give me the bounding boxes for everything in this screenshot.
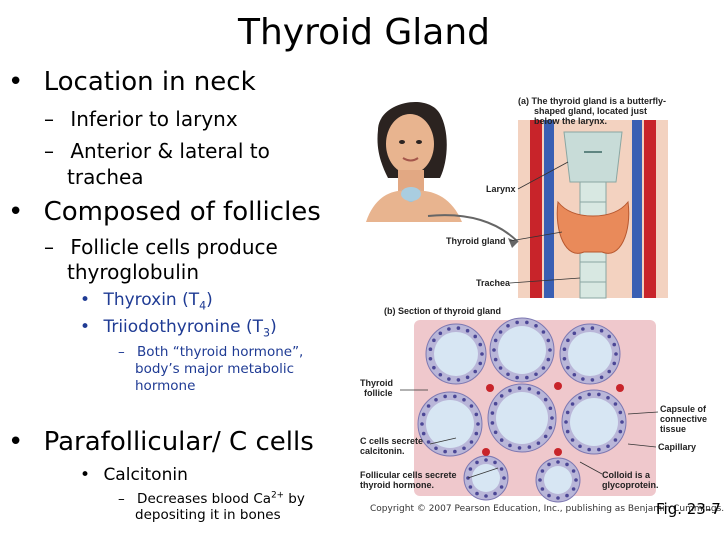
copyright-notice: Copyright © 2007 Pearson Education, Inc.… (370, 504, 725, 514)
calcium-label: Decreases blood Ca2+ by (137, 490, 305, 507)
note-thyroid-hormone: – Both “thyroid hormone”, (118, 344, 304, 361)
calcium-superscript: 2+ (271, 490, 284, 500)
label-c-cells-line-1: C cells secrete (360, 436, 423, 446)
bullet-parafollicular: • Parafollicular/ C cells (8, 427, 314, 458)
panel-a-caption-line-1: (a) The thyroid gland is a butterfly- (518, 96, 666, 106)
bullet-marker: • (80, 290, 91, 310)
bullet-text: Parafollicular/ C cells (43, 427, 314, 457)
figure-number: Fig. 23-7 (656, 500, 721, 518)
dash-marker: – (118, 344, 125, 360)
thyroxin-subscript: 4 (199, 299, 207, 313)
note-line-2: body’s major metabolic (135, 361, 295, 377)
label-c-cells-line-2: calcitonin. (360, 446, 405, 456)
thyroxin-text: Thyroxin (T (103, 290, 200, 310)
dash-marker: – (44, 139, 54, 163)
label-thyroid-follicle-line-1: Thyroid (360, 378, 393, 388)
subsub-thyroxin: • Thyroxin (T4) (80, 290, 213, 313)
bullet-marker: • (80, 465, 91, 485)
bullet-marker: • (8, 67, 24, 97)
thyroid-follicle (559, 323, 621, 385)
thyroid-figure-svg: (a) The thyroid gland is a butterfly- sh… (360, 96, 707, 503)
bullet-marker: • (8, 197, 24, 227)
note-text: Both “thyroid hormone”, (137, 344, 304, 360)
label-trachea: Trachea (476, 278, 511, 288)
label-capsule-line-3: tissue (660, 424, 686, 434)
thyroxin-label: Thyroxin (T4) (103, 290, 213, 313)
subbullet-text: Follicle cells produce (70, 235, 278, 259)
label-thyroid-follicle-line-2: follicle (364, 388, 393, 398)
follicle-section (414, 317, 656, 503)
panel-b-caption: (b) Section of thyroid gland (384, 306, 501, 316)
bullet-text: Location in neck (43, 67, 256, 97)
triiodothyronine-label: Triiodothyronine (T3) (103, 317, 277, 340)
capillary-dot (554, 448, 562, 456)
calcium-text: Decreases blood Ca (137, 490, 272, 507)
capillary-dot (616, 384, 624, 392)
dash-marker: – (118, 490, 125, 507)
label-capsule-line-1: Capsule of (660, 404, 707, 414)
slide-title: Thyroid Gland (237, 12, 491, 53)
woman-portrait (366, 102, 462, 222)
thyroid-illustration: (a) The thyroid gland is a butterfly- sh… (358, 92, 722, 528)
bullet-composed: • Composed of follicles (8, 197, 321, 228)
bullet-marker: • (8, 427, 24, 457)
thyroid-follicle (463, 455, 509, 501)
bullet-marker: • (80, 317, 91, 337)
bullet-location: • Location in neck (8, 67, 256, 98)
panel-a-caption-line-2: shaped gland, located just (534, 106, 647, 116)
capillary-dot (554, 382, 562, 390)
note-calcium: – Decreases blood Ca2+ by (118, 490, 305, 507)
triiodothyronine-close: ) (270, 317, 277, 337)
capillary-dot (482, 448, 490, 456)
subbullet-text: Inferior to larynx (70, 107, 238, 131)
dash-marker: – (44, 235, 54, 259)
subsub-calcitonin: • Calcitonin (80, 465, 188, 486)
label-capsule-line-2: connective (660, 414, 707, 424)
subbullet-anterior: – Anterior & lateral to (44, 140, 270, 163)
label-larynx: Larynx (486, 184, 516, 194)
calcium-text-end: by (284, 490, 305, 507)
calcitonin-text: Calcitonin (103, 465, 188, 485)
panel-a-caption-line-3: below the larynx. (534, 116, 607, 126)
triiodothyronine-text: Triiodothyronine (T (103, 317, 264, 337)
thyroid-follicle (561, 389, 627, 455)
neck-anatomy (427, 120, 668, 299)
label-capillary: Capillary (658, 442, 696, 452)
note-line-3: hormone (135, 378, 196, 394)
dash-marker: – (44, 107, 54, 131)
thyroid-highlight (401, 187, 421, 201)
thyroid-follicle (417, 391, 483, 457)
subsub-triiodothyronine: • Triiodothyronine (T3) (80, 317, 277, 340)
thyroid-follicle (489, 317, 555, 383)
label-thyroid-gland: Thyroid gland (446, 236, 506, 246)
bullet-text: Composed of follicles (43, 197, 321, 227)
note-calcium-line-2: depositing it in bones (135, 507, 281, 523)
label-follicular-cells-line-2: thyroid hormone. (360, 480, 434, 490)
thyroid-follicle (535, 457, 581, 503)
subbullet-text: Anterior & lateral to (70, 139, 270, 163)
thyroxin-close: ) (206, 290, 213, 310)
capillary-dot (486, 384, 494, 392)
label-follicular-cells-line-1: Follicular cells secrete (360, 470, 457, 480)
subbullet-anterior-cont: trachea (67, 165, 144, 189)
subbullet-inferior: – Inferior to larynx (44, 108, 238, 131)
thyroid-follicle (425, 323, 487, 385)
label-colloid-line-2: glycoprotein. (602, 480, 659, 490)
subbullet-follicle-cont: thyroglobulin (67, 260, 200, 284)
label-colloid-line-1: Colloid is a (602, 470, 651, 480)
triiodothyronine-subscript: 3 (263, 326, 271, 340)
thyroid-follicle (487, 383, 557, 453)
subbullet-follicle-cells: – Follicle cells produce (44, 236, 278, 259)
